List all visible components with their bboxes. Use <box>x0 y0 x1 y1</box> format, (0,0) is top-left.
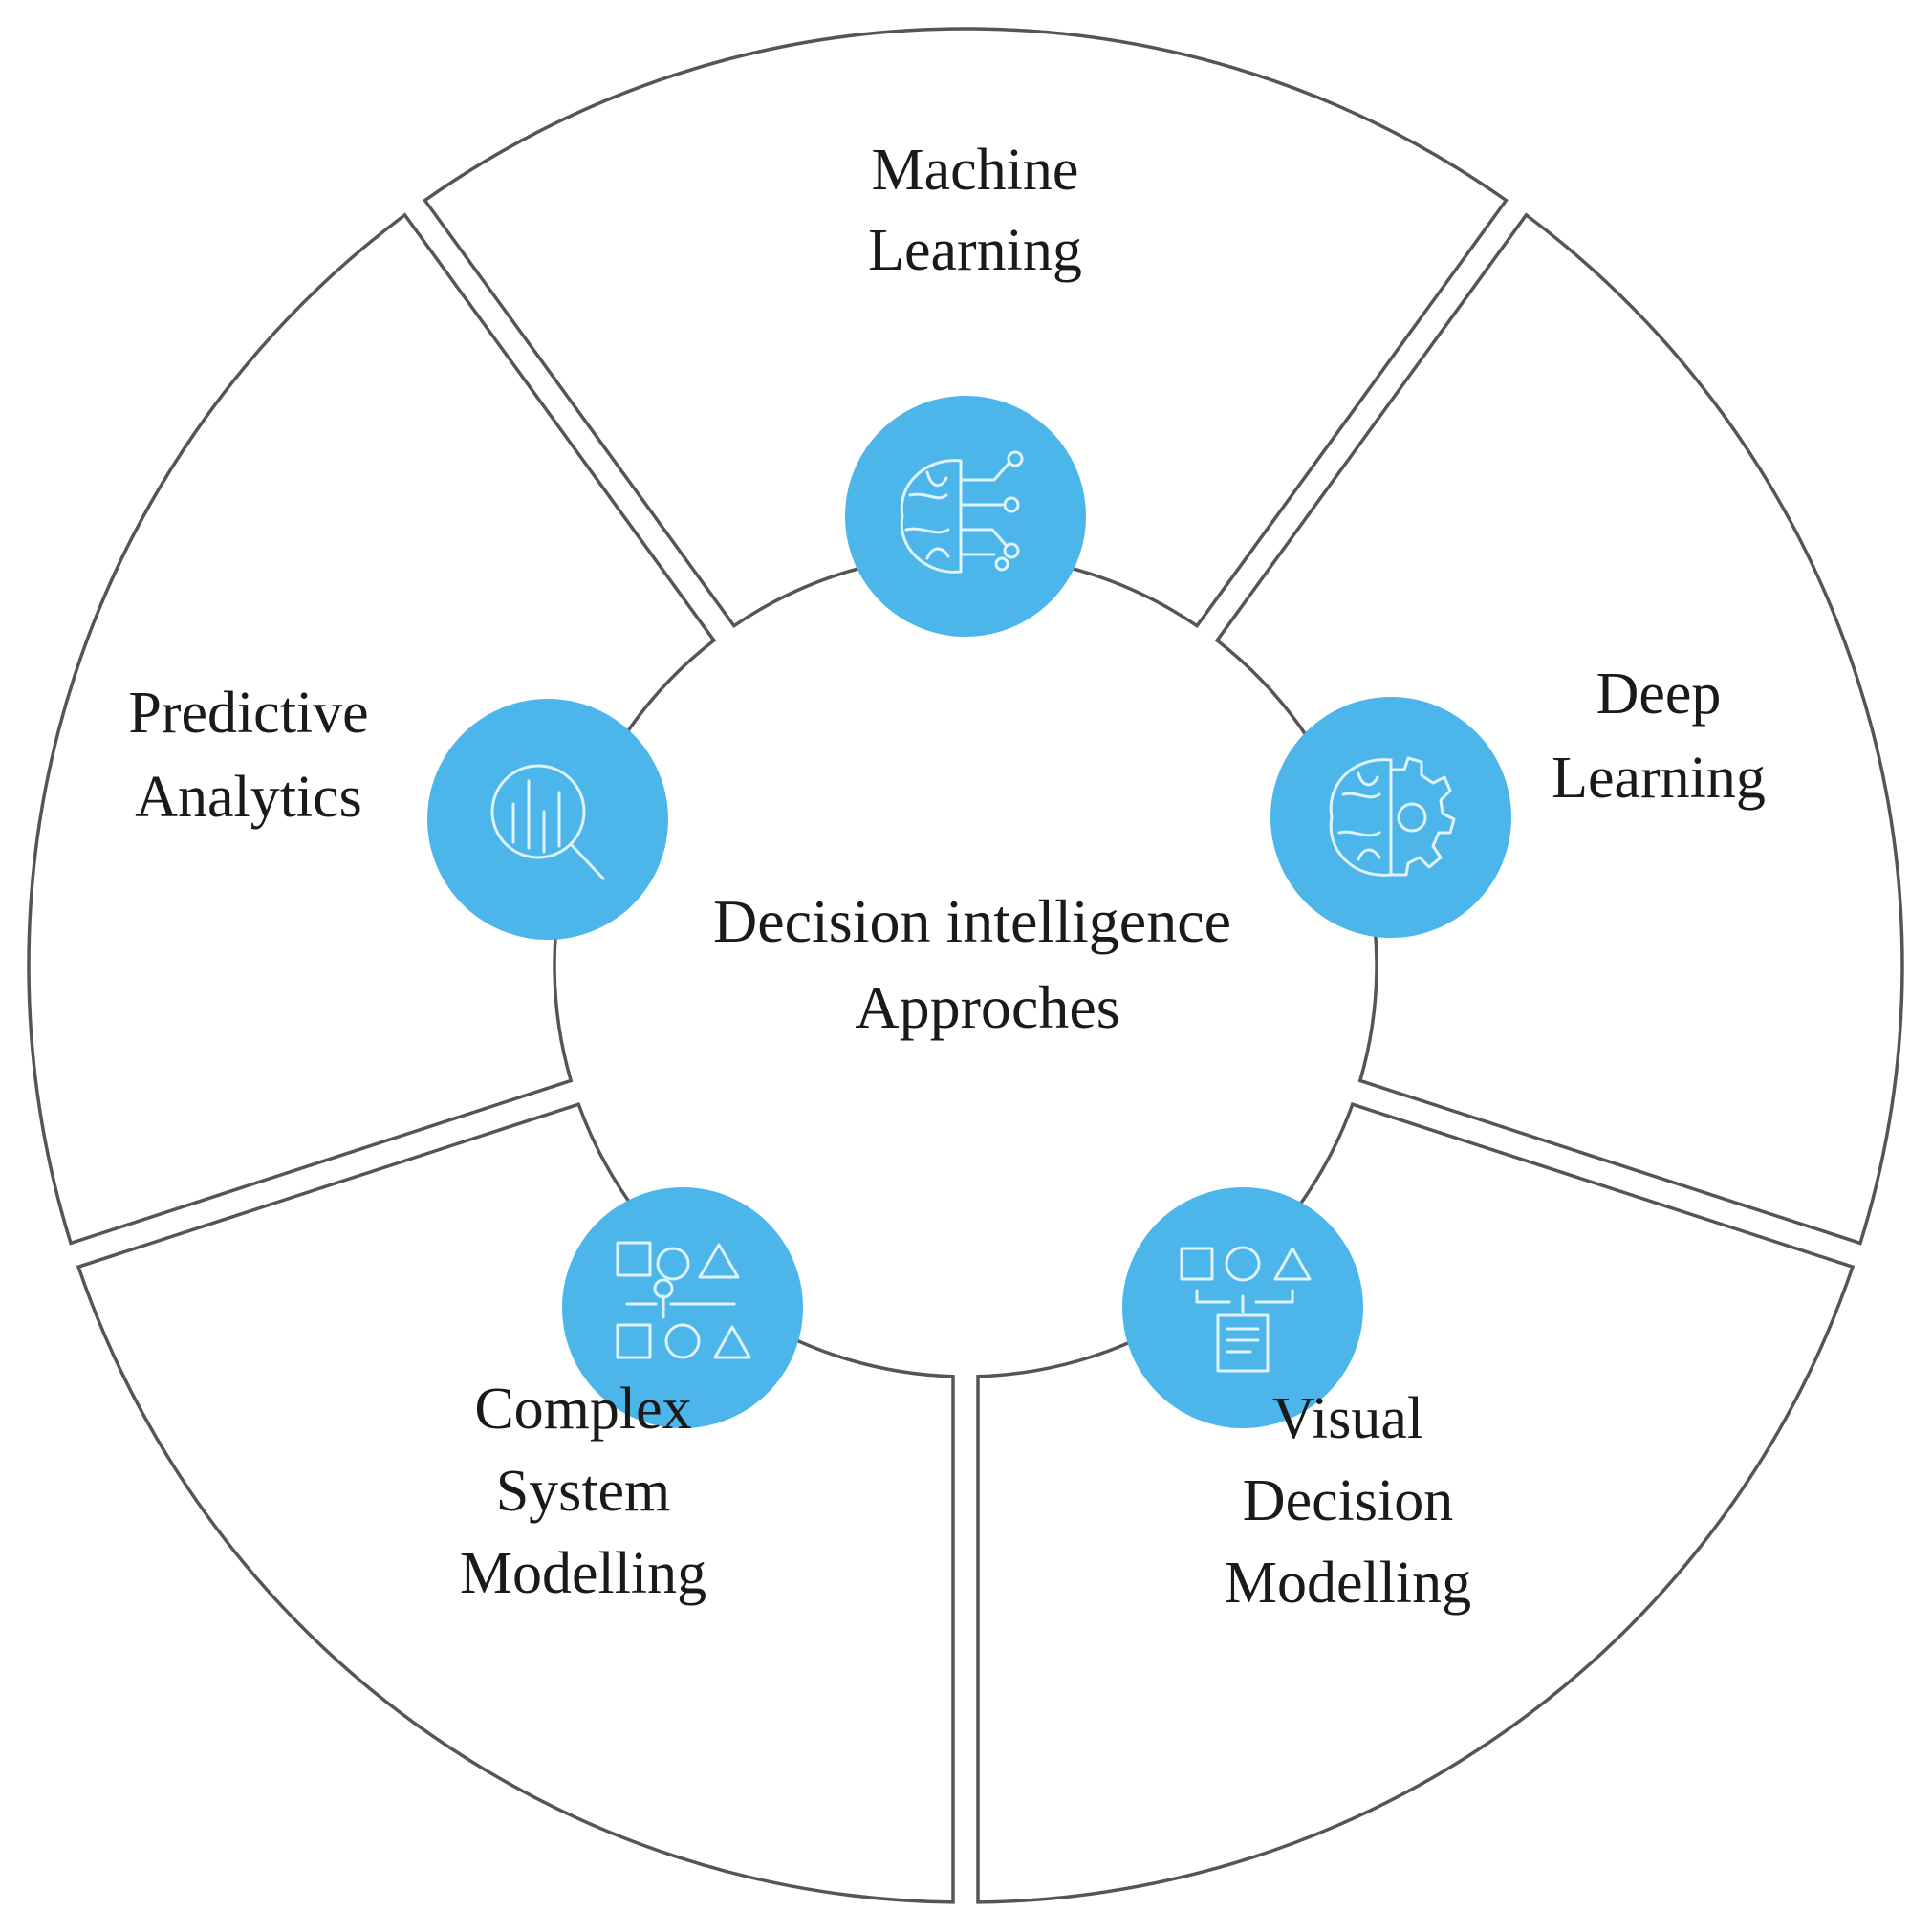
node-machine-learning <box>845 396 1086 637</box>
center-title-line: Decision intelligence <box>713 887 1231 955</box>
label-line: Decision <box>1243 1468 1453 1533</box>
nodes-layer <box>427 396 1511 1428</box>
magnifier-chart-icon <box>490 764 605 880</box>
label-line: Predictive <box>128 681 368 746</box>
shapes-network-icon <box>616 1241 751 1359</box>
label-line: Modelling <box>460 1541 706 1606</box>
label-line: Visual <box>1272 1386 1423 1451</box>
node-circle <box>427 699 668 940</box>
label-line: Deep <box>1596 662 1722 727</box>
center-title-line: Approches <box>855 973 1119 1041</box>
brain-circuit-icon <box>900 450 1024 574</box>
label-line: Learning <box>1552 746 1766 811</box>
label-line: Machine <box>872 138 1079 203</box>
brain-gear-icon <box>1329 756 1456 877</box>
label-line: Analytics <box>135 765 362 830</box>
shapes-document-icon <box>1180 1246 1312 1373</box>
node-visual-decision-modelling <box>1122 1187 1363 1428</box>
label-line: Complex <box>474 1377 691 1442</box>
label-line: System <box>496 1459 671 1524</box>
label-line: Learning <box>868 218 1082 283</box>
segments-layer <box>27 27 1904 1904</box>
node-circle <box>562 1187 803 1428</box>
node-predictive-analytics <box>427 699 668 940</box>
node-complex-system-modelling <box>562 1187 803 1428</box>
label-line: Modelling <box>1225 1551 1471 1616</box>
node-circle <box>845 396 1086 637</box>
node-deep-learning <box>1270 697 1511 938</box>
